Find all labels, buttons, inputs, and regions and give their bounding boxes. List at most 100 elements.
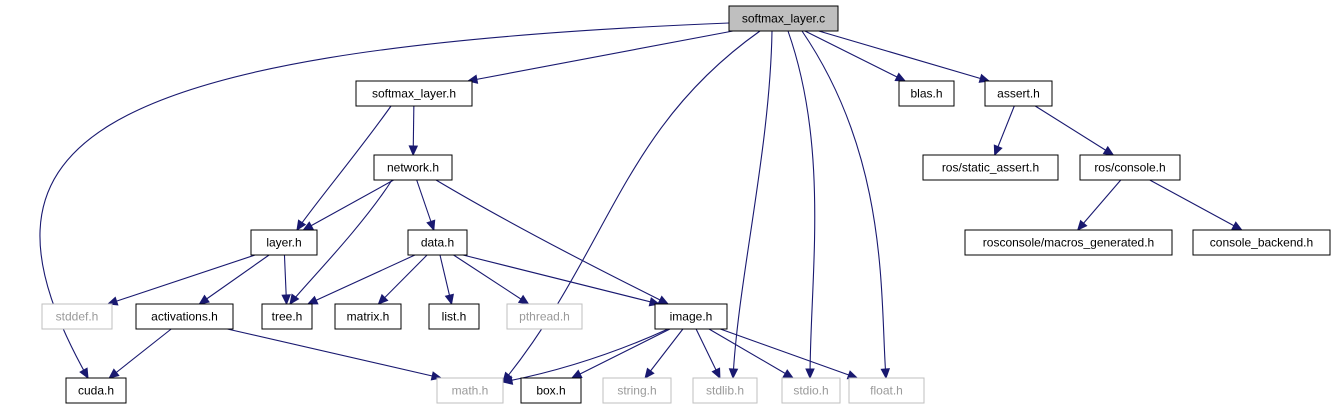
edge-line (502, 328, 669, 383)
node-box (984, 80, 1053, 107)
edge-line (644, 328, 684, 379)
edge-arrowhead (782, 369, 795, 379)
node-data-h[interactable]: data.h (407, 229, 468, 256)
edge-softmax_layer_c-to-blas_h (804, 30, 907, 82)
edge-data_h-to-pthread_h (453, 254, 530, 305)
node-box (135, 303, 234, 330)
edge-arrowhead (517, 294, 530, 305)
edge-layer_h-to-tree_h (281, 254, 291, 306)
edge-arrowhead (728, 368, 739, 380)
node-network-h[interactable]: network.h (373, 154, 453, 181)
node-rosconsole-macros-h[interactable]: rosconsole/macros_generated.h (964, 229, 1173, 256)
edge-arrowhead (281, 294, 291, 306)
edge-line (108, 328, 172, 379)
node-math-h: math.h (436, 377, 504, 404)
node-label: pthread.h (519, 310, 570, 324)
node-assert-h[interactable]: assert.h (984, 80, 1053, 107)
edge-line (453, 254, 529, 305)
edge-arrowhead (426, 219, 436, 232)
node-label: ros/console.h (1094, 161, 1165, 175)
edge-arrowhead (108, 368, 120, 379)
node-tree-h[interactable]: tree.h (261, 303, 313, 330)
edge-line (467, 30, 734, 82)
node-label: list.h (442, 310, 467, 324)
edge-arrowhead (1231, 221, 1243, 231)
edge-arrowhead (805, 368, 815, 380)
node-label: ros/static_assert.h (942, 161, 1039, 175)
edge-arrowhead (501, 375, 514, 385)
edge-arrowhead (657, 295, 670, 305)
edge-arrowhead (198, 294, 210, 305)
edge-softmax_layer_c-to-stdlib_h (728, 30, 773, 380)
node-blas-h[interactable]: blas.h (898, 80, 955, 107)
node-box (728, 5, 839, 32)
node-box (261, 303, 313, 330)
node-matrix-h[interactable]: matrix.h (334, 303, 402, 330)
edge-layer_h-to-stddef_h (106, 254, 256, 306)
node-softmax-layer-h[interactable]: softmax_layer.h (355, 80, 473, 107)
edge-arrowhead (1102, 145, 1115, 156)
node-box (1192, 229, 1331, 256)
node-activations-h[interactable]: activations.h (135, 303, 234, 330)
edge-line (787, 30, 816, 379)
node-box (922, 154, 1059, 181)
node-ros-console-h[interactable]: ros/console.h (1079, 154, 1181, 181)
node-ros-static-assert-h[interactable]: ros/static_assert.h (922, 154, 1059, 181)
node-console-backend-h[interactable]: console_backend.h (1192, 229, 1331, 256)
node-cuda-h[interactable]: cuda.h (65, 377, 127, 404)
edge-line (107, 254, 256, 305)
node-label: stdio.h (793, 384, 828, 398)
edge-line (296, 105, 392, 231)
node-stdio-h: stdio.h (781, 377, 841, 404)
node-label: assert.h (997, 87, 1040, 101)
node-box (428, 303, 480, 330)
edge-line (1034, 105, 1114, 156)
edge-arrowhead (444, 293, 454, 306)
edge-arrowhead (302, 221, 314, 231)
node-list-h[interactable]: list.h (428, 303, 480, 330)
edge-arrowhead (289, 293, 300, 306)
edge-network_h-to-layer_h (302, 179, 394, 231)
node-box-h[interactable]: box.h (520, 377, 582, 404)
edge-image_h-to-string_h (644, 328, 684, 379)
node-layer-h[interactable]: layer.h (250, 229, 318, 256)
node-float-h: float.h (848, 377, 925, 404)
edge-softmax_layer_h-to-network_h (408, 105, 419, 157)
node-image-h[interactable]: image.h (654, 303, 728, 330)
edge-layer_h-to-activations_h (198, 254, 270, 305)
edge-line (303, 179, 394, 231)
node-box (506, 303, 583, 330)
node-softmax-layer-c[interactable]: softmax_layer.c (728, 5, 839, 32)
node-box (781, 377, 841, 404)
edge-ros_console_h-to-rosconsole_macros_h (1076, 179, 1122, 231)
node-label: float.h (870, 384, 903, 398)
node-label: softmax_layer.h (372, 87, 456, 101)
edge-line (307, 254, 416, 305)
edge-line (39, 22, 730, 379)
node-box (355, 80, 473, 107)
edge-line (732, 30, 773, 379)
edge-softmax_layer_c-to-assert_h (818, 30, 991, 83)
edge-arrowhead (106, 296, 119, 306)
edge-arrowhead (408, 145, 419, 157)
edge-arrowhead (978, 73, 991, 83)
edge-line (708, 328, 794, 379)
node-label: console_backend.h (1210, 236, 1313, 250)
node-label: layer.h (266, 236, 301, 250)
edge-arrowhead (1076, 219, 1088, 231)
node-label: blas.h (910, 87, 942, 101)
edge-activations_h-to-cuda_h (108, 328, 172, 379)
edge-network_h-to-image_h (435, 179, 670, 305)
edge-line (804, 30, 906, 82)
node-label: string.h (617, 384, 656, 398)
edge-data_h-to-tree_h (306, 254, 416, 305)
node-box (692, 377, 758, 404)
edge-line (720, 328, 858, 379)
edge-line (1149, 179, 1243, 231)
node-label: activations.h (151, 310, 218, 324)
edge-line (435, 179, 669, 305)
edge-arrowhead (711, 367, 721, 380)
node-pthread-h: pthread.h (506, 303, 583, 330)
node-string-h: string.h (602, 377, 672, 404)
node-box (654, 303, 728, 330)
